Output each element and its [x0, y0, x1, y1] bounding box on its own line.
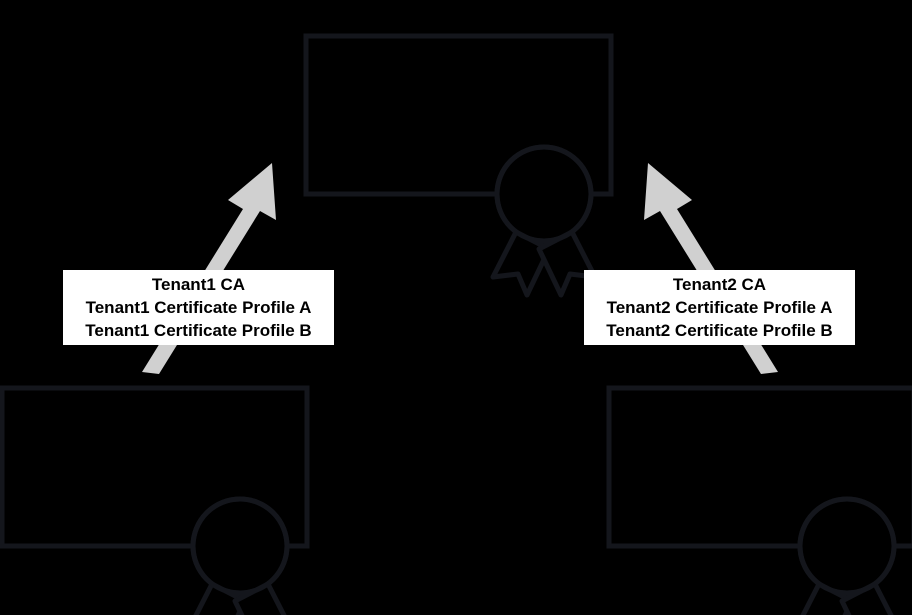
tenant1-label-box: Tenant1 CA Tenant1 Certificate Profile A…	[63, 270, 334, 345]
tenant2-ca-label: Tenant2 CA	[672, 275, 767, 294]
tenant1-ca-label: Tenant1 CA	[151, 275, 246, 294]
tenant1-profile-b-label: Tenant1 Certificate Profile B	[85, 321, 312, 340]
tenant2-label-box: Tenant2 CA Tenant2 Certificate Profile A…	[584, 270, 855, 345]
tenant2-profile-b-label: Tenant2 Certificate Profile B	[606, 321, 833, 340]
bottom-left-certificate-icon	[2, 388, 307, 615]
tenant2-profile-a-label: Tenant2 Certificate Profile A	[606, 298, 833, 317]
top-certificate-icon	[306, 36, 611, 295]
bottom-right-certificate-icon	[609, 388, 912, 615]
tenant1-profile-a-label: Tenant1 Certificate Profile A	[85, 298, 312, 317]
